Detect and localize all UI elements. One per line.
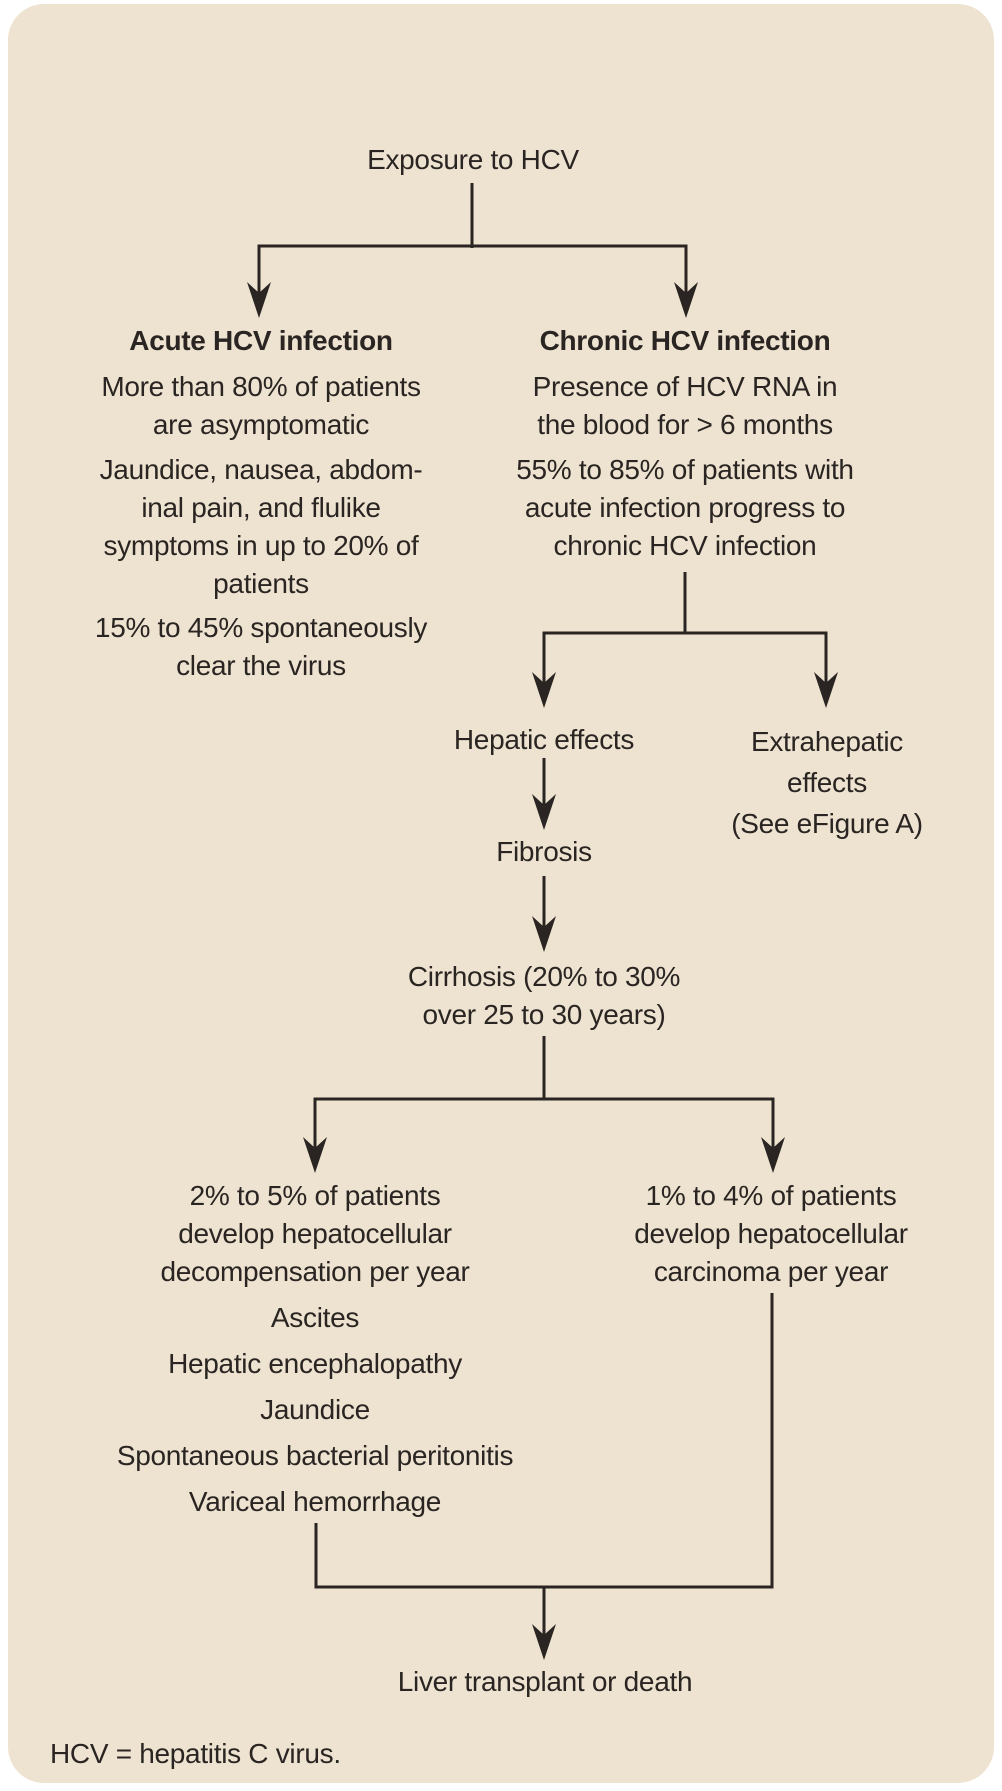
node-complication-encephalopathy: Hepatic encephalopathy [168, 1348, 462, 1379]
node-carcinoma: 1% to 4% of patients develop hepatocellu… [634, 1180, 908, 1287]
node-hepatic-effects: Hepatic effects [453, 724, 635, 755]
node-complication-ascites: Ascites [270, 1302, 360, 1333]
figure-footnote: HCV = hepatitis C virus. [50, 1738, 341, 1769]
node-chronic-paragraph: 55% to 85% of patients with acute infect… [516, 454, 854, 561]
node-decompensation: 2% to 5% of patients develop hepatocellu… [160, 1180, 470, 1287]
node-complication-peritonitis: Spontaneous bacterial peritonitis [116, 1440, 514, 1471]
node-acute-heading: Acute HCV infection [129, 325, 393, 356]
node-extrahepatic-effects: Extrahepatic effects (See eFigure A) [731, 726, 923, 839]
node-acute-paragraph: More than 80% of patients are asymptomat… [101, 371, 421, 440]
node-acute-paragraph: Jaundice, nausea, abdom- inal pain, and … [99, 454, 423, 599]
flowchart-card [8, 4, 994, 1783]
node-complication-jaundice: Jaundice [260, 1394, 370, 1425]
node-chronic-paragraph: Presence of HCV RNA in the blood for > 6… [532, 371, 838, 440]
node-exposure: Exposure to HCV [367, 144, 579, 175]
node-outcome: Liver transplant or death [397, 1666, 693, 1697]
node-complication-variceal: Variceal hemorrhage [188, 1486, 442, 1517]
node-fibrosis: Fibrosis [496, 836, 592, 867]
node-acute-paragraph: 15% to 45% spontaneously clear the virus [94, 612, 428, 681]
node-cirrhosis: Cirrhosis (20% to 30% over 25 to 30 year… [407, 961, 681, 1030]
node-chronic-heading: Chronic HCV infection [539, 325, 831, 356]
